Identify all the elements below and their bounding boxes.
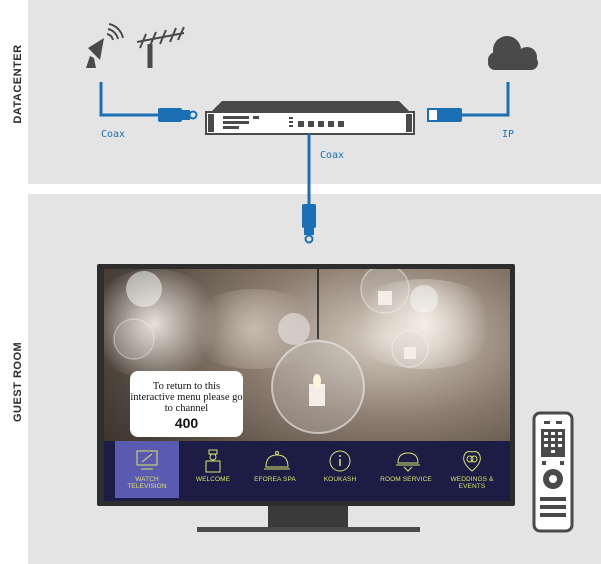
tv-stand-base: [197, 527, 420, 532]
concierge-icon: [205, 449, 221, 473]
menu-item-welcome[interactable]: WELCOME: [181, 441, 245, 498]
antenna-icon: [136, 26, 185, 68]
rings-icon: [463, 451, 481, 472]
coax-label-left: Coax: [101, 129, 126, 140]
headend-server-icon: [205, 101, 415, 135]
room-service-icon: [396, 452, 420, 472]
ip-wire: [427, 82, 510, 122]
cloche-icon: [264, 451, 290, 470]
menu-item-weddings-events[interactable]: WEDDINGS & EVENTS: [440, 441, 504, 498]
menu-item-label: ROOM SERVICE: [380, 476, 432, 483]
return-message: To return to this interactive menu pleas…: [130, 381, 243, 414]
menu-item-eforea-spa[interactable]: EFOREA SPA: [243, 441, 307, 498]
ip-label: IP: [502, 129, 515, 140]
channel-number: 400: [174, 415, 199, 431]
menu-item-label: WELCOME: [195, 476, 231, 483]
menu-item-koukash[interactable]: KOUKASH: [308, 441, 372, 498]
menu-item-watch-television[interactable]: WATCH TELEVISION: [115, 441, 179, 498]
tv-icon: [136, 450, 158, 470]
menu-item-room-service[interactable]: ROOM SERVICE: [374, 441, 438, 498]
coax-wire-down: [302, 134, 316, 244]
info-icon: [329, 450, 351, 472]
satellite-dish-icon: [86, 23, 124, 68]
menu-item-label: EFOREA SPA: [254, 476, 296, 483]
coax-wire-left: [99, 82, 198, 122]
cloud-icon: [488, 36, 538, 70]
datacenter-panel: [28, 0, 601, 184]
coax-label-down: Coax: [320, 150, 345, 161]
channel-info-box: To return to this interactive menu pleas…: [130, 371, 243, 437]
menu-item-label: WATCH TELEVISION: [127, 476, 167, 490]
tv-stand-neck: [268, 506, 348, 530]
menu-item-label: WEDDINGS & EVENTS: [450, 476, 494, 490]
remote-control-icon: [532, 411, 574, 533]
hanging-candles-image: [113, 269, 438, 434]
menu-item-label: KOUKASH: [323, 476, 357, 483]
